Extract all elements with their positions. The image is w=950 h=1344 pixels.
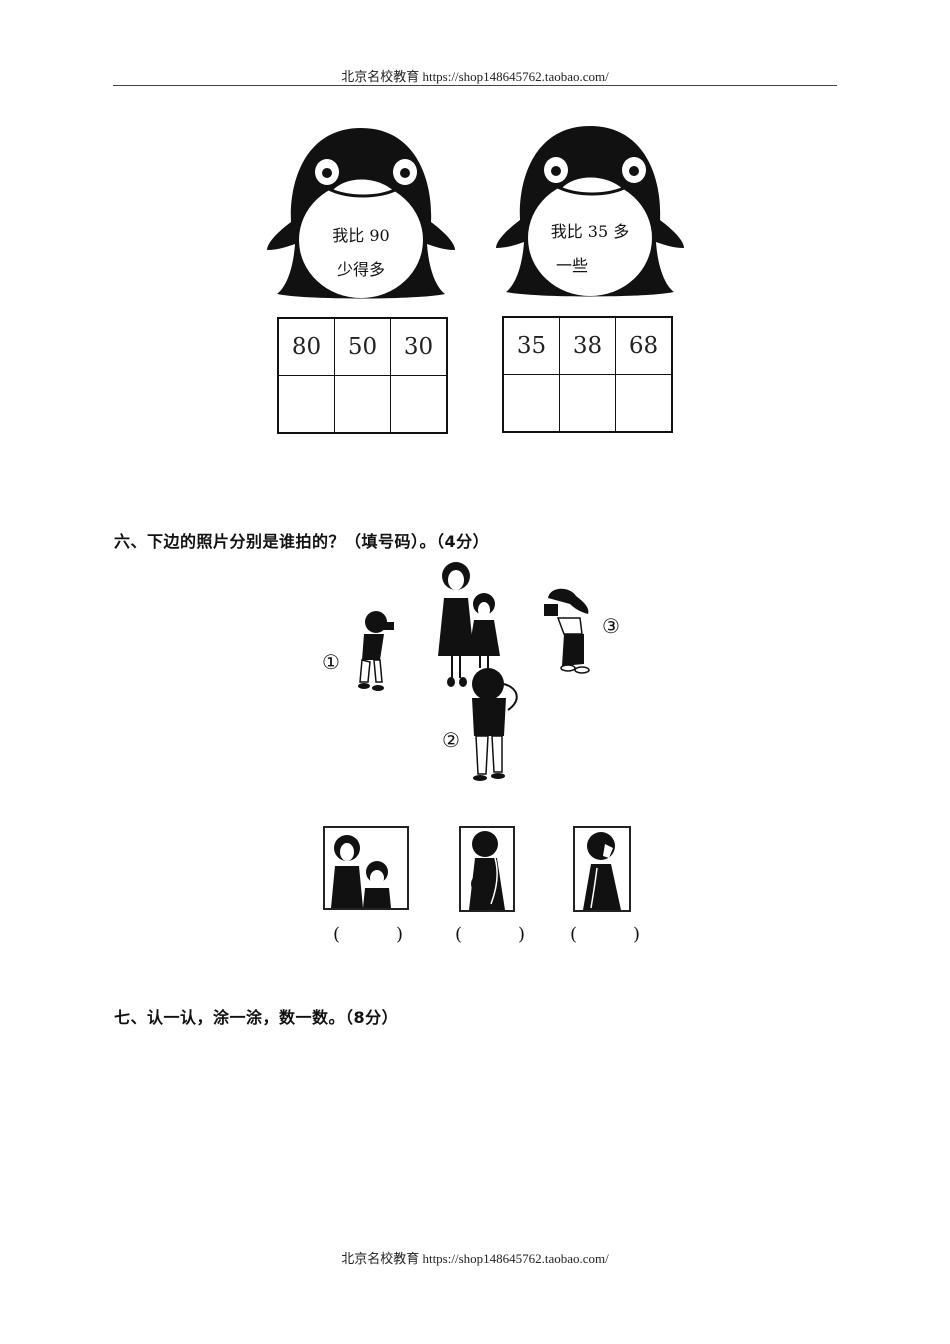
open-paren: ( [570,924,578,945]
page-header: 北京名校教育 https://shop148645762.taobao.com/ [341,69,609,84]
close-paren: ) [517,924,525,945]
photo-front-view-icon [331,835,391,908]
answer-cell[interactable] [390,375,448,434]
penguin-2-line2: 一些 [555,256,588,275]
open-paren: ( [455,924,463,945]
close-paren: ) [395,924,403,945]
photo-scene-illustration: ① ② ③ [318,558,648,788]
penguin-2-number-table: 35 38 68 [502,316,673,433]
section-6-title: 六、下边的照片分别是谁拍的？（填号码）。（4分） [114,532,490,551]
answer-cell[interactable] [615,374,673,433]
number-cell: 68 [615,316,673,375]
photo-2 [459,826,515,912]
section-7-title: 七、认一认，涂一涂，数一数。（8分） [114,1008,399,1027]
photo-side-view-icon [469,831,505,910]
penguin-icon [267,128,455,299]
close-paren: ) [632,924,640,945]
penguin-1-number-table: 80 50 30 [277,317,448,434]
photo-1 [323,826,409,910]
photographer-label-2: ② [442,728,460,752]
photographer-label-3: ③ [602,614,620,638]
penguin-1-line1: 我比 90 [332,226,390,245]
number-cell: 50 [334,317,391,376]
photo-3-answer-blank[interactable]: ( ) [570,924,640,945]
header-rule [113,85,837,86]
photo-profile-view-icon [583,832,621,910]
penguin-1: 我比 90 少得多 [265,122,457,302]
number-cell: 30 [390,317,448,376]
photographer-label-1: ① [322,650,340,674]
answer-cell[interactable] [502,374,560,433]
penguin-icon [496,126,684,297]
answer-cell[interactable] [277,375,335,434]
page-footer: 北京名校教育 https://shop148645762.taobao.com/ [341,1251,609,1266]
answer-cell[interactable] [559,374,616,433]
number-cell: 38 [559,316,616,375]
penguin-2: 我比 35 多 一些 [494,120,686,300]
people-scene-icon [358,562,590,781]
photo-3 [573,826,631,912]
open-paren: ( [333,924,341,945]
number-cell: 80 [277,317,335,376]
answer-cell[interactable] [334,375,391,434]
photo-1-answer-blank[interactable]: ( ) [333,924,403,945]
number-cell: 35 [502,316,560,375]
penguin-1-line2: 少得多 [336,260,385,279]
penguin-2-line1: 我比 35 多 [550,222,630,241]
photo-2-answer-blank[interactable]: ( ) [455,924,525,945]
